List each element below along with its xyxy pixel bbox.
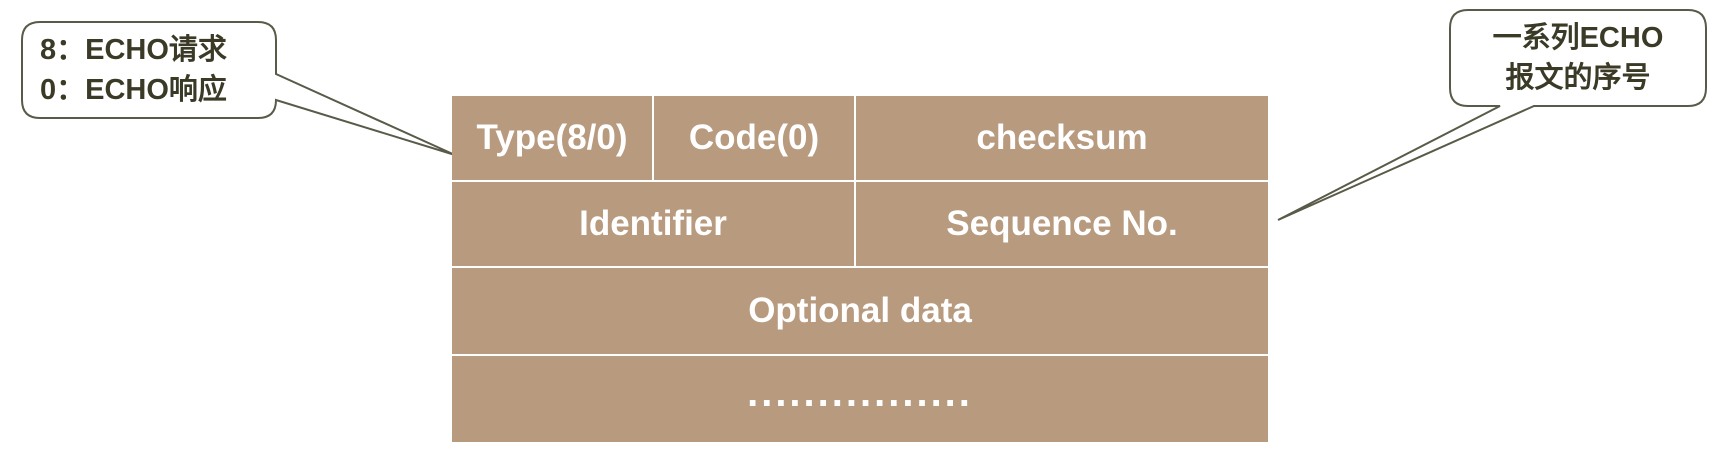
checksum-field: checksum — [856, 96, 1268, 180]
continuation-field: ................ — [452, 356, 1268, 442]
left-callout-bubble — [21, 21, 456, 156]
continuation-ellipsis: ................ — [747, 371, 973, 415]
left-callout-line1: 8：ECHO请求 — [40, 34, 227, 66]
sequence-field-label: Sequence No. — [946, 204, 1178, 243]
checksum-field-label: checksum — [976, 118, 1148, 157]
sequence-field: Sequence No. — [856, 182, 1268, 266]
optional-data-field: Optional data — [452, 268, 1268, 354]
right-callout-line1: 一系列ECHO — [1492, 22, 1664, 54]
left-callout-text: 8：ECHO请求 0：ECHO响应 — [40, 30, 227, 110]
type-field: Type(8/0) — [452, 96, 652, 180]
identifier-field-label: Identifier — [579, 204, 727, 243]
code-field: Code(0) — [654, 96, 854, 180]
right-callout-bubble — [1277, 9, 1707, 221]
right-callout-line2: 报文的序号 — [1505, 62, 1651, 94]
identifier-field: Identifier — [452, 182, 854, 266]
left-callout-line2: 0：ECHO响应 — [40, 74, 227, 106]
optional-data-label: Optional data — [748, 291, 972, 330]
right-callout-text: 一系列ECHO 报文的序号 — [1462, 18, 1694, 98]
type-field-label: Type(8/0) — [476, 118, 628, 157]
code-field-label: Code(0) — [688, 118, 820, 157]
